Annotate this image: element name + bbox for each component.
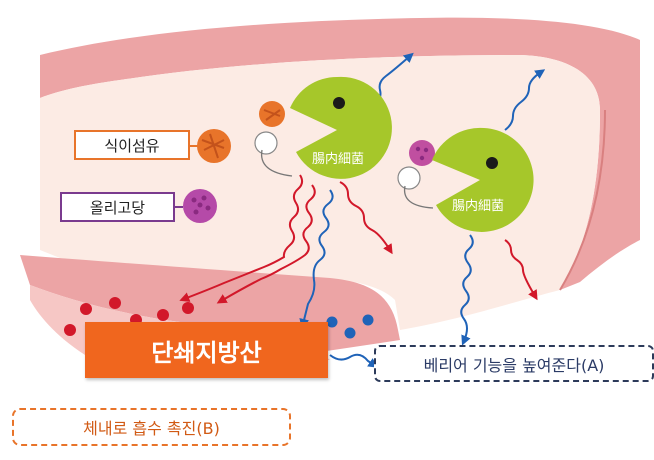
barrier-function-label: 베리어 기능을 높여준다(A) [374, 345, 654, 382]
fiber-label: 식이섬유 [74, 130, 190, 160]
oligosaccharide-label: 올리고당 [60, 192, 175, 222]
bacterium-2-label: 腸内細菌 [452, 198, 504, 214]
red-wavy-arrows [179, 174, 538, 304]
oligo-particles [183, 140, 435, 223]
scfa-label: 단쇄지방산 [85, 322, 328, 378]
bacterium-1: 腸内細菌 [254, 76, 392, 179]
bacterium-2: 腸内細菌 [397, 127, 534, 232]
upper-gut-wall [40, 17, 640, 290]
blue-dots [326, 314, 374, 339]
fiber-particles [197, 101, 285, 163]
gut-lumen [40, 55, 600, 330]
absorption-label: 체내로 흡수 촉진(B) [12, 408, 291, 446]
right-wall-edge [559, 109, 606, 291]
bacterium-1-label: 腸内細菌 [312, 151, 364, 167]
